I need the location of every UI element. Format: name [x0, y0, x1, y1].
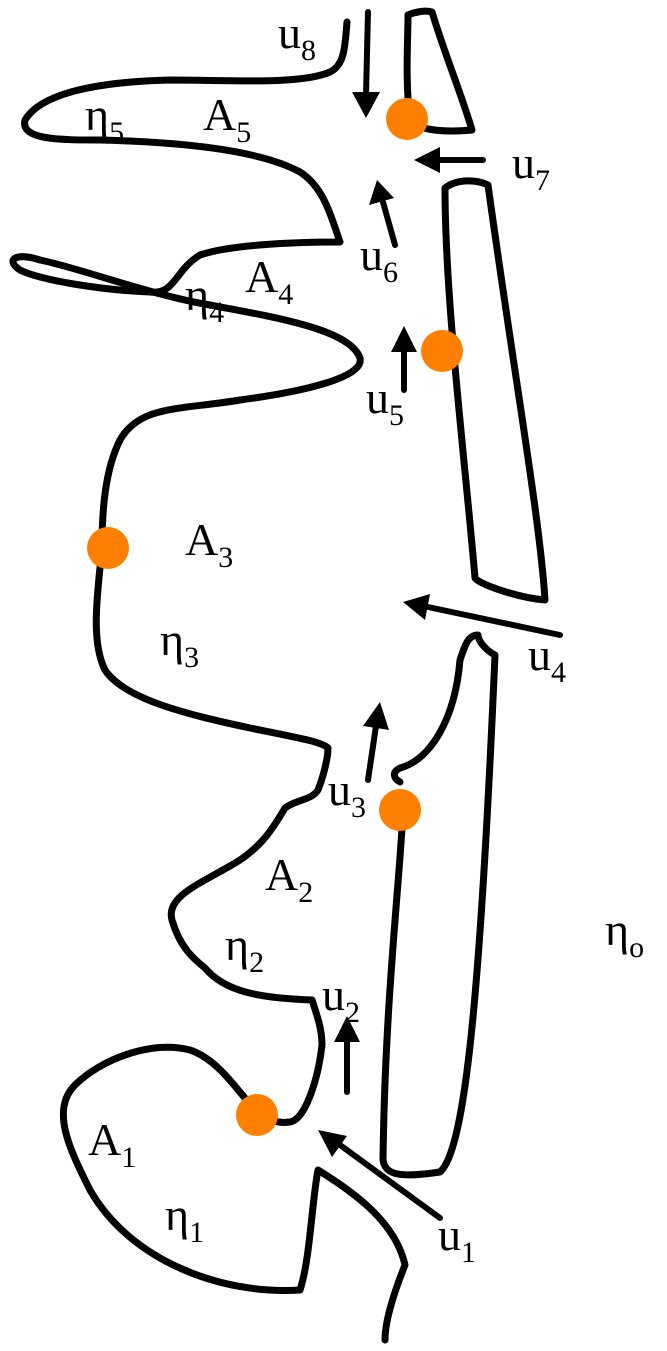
node-left [87, 527, 129, 569]
top-pillar-outline [403, 7, 476, 135]
arrow-u1 [318, 1130, 443, 1221]
label-A1: A1 [88, 1114, 136, 1174]
outer-boundary-curve [9, 18, 409, 1344]
label-eta0: ηo [605, 904, 644, 964]
label-u2: u2 [322, 969, 360, 1029]
arrow-u8 [352, 9, 380, 118]
label-u7: u7 [512, 137, 550, 197]
node-upper [421, 330, 463, 372]
label-u3: u3 [328, 764, 366, 824]
label-eta5: η5 [85, 89, 124, 149]
label-A4: A4 [245, 251, 293, 311]
node-top [386, 98, 428, 140]
label-u4: u4 [528, 629, 566, 689]
label-A2: A2 [265, 849, 313, 909]
label-A3: A3 [185, 514, 233, 574]
lower-pillar-outline [379, 631, 499, 1179]
arrow-u7 [414, 147, 486, 173]
node-middle [379, 789, 421, 831]
label-u1: u1 [438, 1209, 476, 1269]
arrow-u3 [363, 702, 389, 783]
label-eta3: η3 [160, 614, 199, 674]
label-u6: u6 [360, 229, 398, 289]
label-eta1: η1 [165, 1189, 204, 1249]
arrow-u2 [334, 1016, 360, 1095]
node-bottom [236, 1094, 278, 1136]
label-A5: A5 [203, 89, 251, 149]
upper-pillar-outline [441, 177, 549, 604]
arrow-u6 [369, 180, 398, 248]
label-eta2: η2 [225, 919, 264, 979]
arrow-u4 [403, 594, 563, 638]
label-u5: u5 [366, 372, 404, 432]
label-u8: u8 [278, 7, 316, 67]
label-eta4: η4 [185, 269, 224, 329]
arrow-u5 [391, 326, 417, 393]
